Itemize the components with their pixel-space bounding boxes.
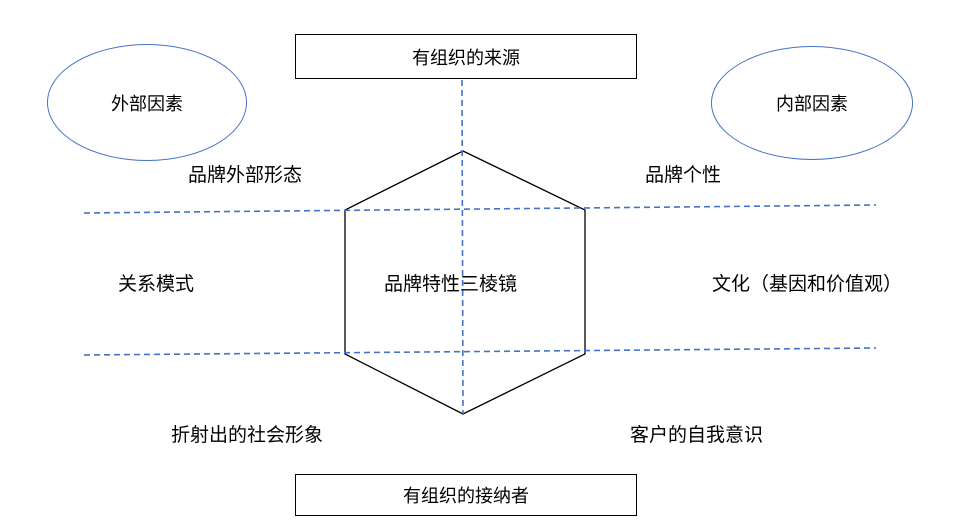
internal-factors-ellipse: 内部因素 xyxy=(711,46,913,160)
internal-factors-label: 内部因素 xyxy=(776,94,848,115)
facet-personality: 品牌个性 xyxy=(645,164,722,186)
vertical-dashed-axis xyxy=(461,79,464,415)
external-factors-label: 外部因素 xyxy=(111,93,183,115)
lower-dashed-divider xyxy=(83,347,877,356)
facet-culture: 文化（基因和价值观） xyxy=(712,273,903,295)
external-factors-ellipse: 外部因素 xyxy=(47,44,247,161)
organized-receiver-label: 有组织的接纳者 xyxy=(403,486,529,507)
organized-receiver-box: 有组织的接纳者 xyxy=(295,474,637,516)
upper-dashed-divider xyxy=(83,204,877,214)
center-title: 品牌特性三棱镜 xyxy=(384,273,518,295)
facet-self-image: 客户的自我意识 xyxy=(630,424,764,446)
organized-source-label: 有组织的来源 xyxy=(412,47,520,69)
facet-relationship: 关系模式 xyxy=(118,273,195,295)
organized-source-box: 有组织的来源 xyxy=(295,34,637,79)
facet-reflection: 折射出的社会形象 xyxy=(171,424,324,446)
facet-physique: 品牌外部形态 xyxy=(188,164,303,186)
